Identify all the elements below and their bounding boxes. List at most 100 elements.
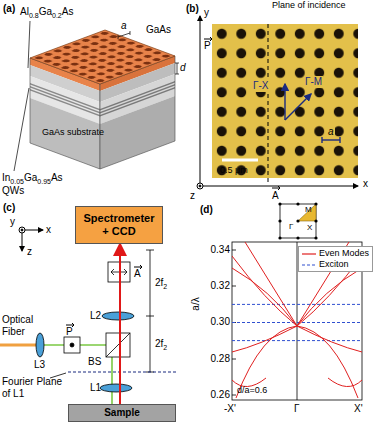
fiber-label: Optical Fiber	[2, 314, 33, 337]
layer-label: Ga	[39, 6, 52, 17]
analyzer-label: A	[272, 190, 279, 201]
inset-zone	[296, 219, 299, 222]
axis-label: x	[46, 224, 51, 235]
axis-label: y	[204, 7, 209, 19]
tick-label: 0.34	[208, 244, 230, 256]
band-curve	[232, 326, 362, 352]
scale-label: 0.5 μm	[220, 165, 248, 175]
exciton-line	[232, 304, 362, 305]
axis-label: y	[10, 216, 15, 228]
legend-text: Even Modes	[319, 248, 369, 258]
legend-box: Even ModesExciton	[298, 246, 373, 272]
tick-label: X'	[354, 403, 363, 414]
inset-zone	[278, 236, 281, 239]
optical-element	[64, 337, 80, 353]
axis-label: y	[10, 216, 15, 227]
tick-label: X'	[354, 403, 363, 415]
direction-label: Γ-M	[305, 76, 322, 87]
tick-label: 0.34	[211, 244, 230, 255]
layer-label: As	[51, 172, 63, 183]
layer-label: In	[2, 172, 10, 183]
plane-of-incidence	[268, 24, 269, 184]
inset-zone	[280, 204, 316, 238]
zone-label: X	[307, 223, 312, 232]
leader-line	[175, 74, 179, 75]
scale-label: 0.5 μm	[220, 164, 248, 176]
inset-zone	[314, 202, 317, 205]
inset-zone	[296, 202, 299, 205]
bracket	[146, 250, 154, 251]
analyzer-label: A	[134, 268, 141, 280]
legend-sample	[302, 262, 316, 268]
optical-element	[106, 333, 130, 357]
analyzer-label: A	[134, 268, 141, 279]
legend-sample	[302, 264, 316, 265]
tick-label: 0.32	[211, 280, 230, 291]
layer-label: GaAs substrate	[42, 126, 104, 138]
zone-label: Γ	[289, 222, 293, 231]
plane-label: Plane of incidence	[272, 0, 346, 10]
axis	[66, 325, 74, 326]
layer-label: QWs	[2, 185, 24, 196]
tick-label: Γ	[294, 403, 300, 415]
optical-element	[70, 343, 74, 347]
legend-sample	[302, 253, 316, 254]
tick-label: 0.28	[211, 353, 230, 364]
zone-label: M	[305, 205, 312, 214]
bracket	[146, 316, 154, 317]
direction-arrow	[321, 137, 322, 143]
analyzer-label: A	[272, 190, 279, 202]
leader-line	[177, 63, 178, 74]
sample-stage-text: Sample	[71, 407, 173, 419]
layer-label: In0.05Ga0.95As	[2, 172, 63, 185]
direction-arrow	[339, 137, 340, 143]
lattice-label: a	[327, 126, 335, 138]
optical-element	[102, 312, 134, 320]
splitter-label: BS	[88, 356, 101, 367]
inset-zone	[314, 236, 317, 239]
band-curve	[232, 268, 362, 326]
plane-label: Fourier Plane of L1	[2, 376, 62, 399]
zone-label: X	[307, 223, 312, 232]
optical-beam	[0, 344, 36, 347]
band-curve	[232, 256, 362, 326]
legend-text: Exciton	[319, 259, 349, 269]
dimension-label: d	[180, 62, 186, 74]
panel-letter: (d)	[200, 204, 213, 216]
bracket	[50, 250, 154, 378]
sem-image	[222, 159, 258, 162]
leader-line	[130, 31, 131, 35]
optical-beam	[0, 345, 112, 404]
layer-label: 0.2	[52, 12, 62, 19]
legend-row: Exciton	[302, 259, 369, 270]
plot-frame	[232, 359, 236, 360]
axis-label: x	[363, 178, 368, 189]
axis-label: z	[190, 190, 195, 201]
distance-label: 2f2	[155, 277, 167, 290]
tick-label: 0.26	[208, 389, 230, 401]
plane-label: Fourier Plane of L1	[2, 376, 64, 400]
inset-zone	[296, 236, 299, 239]
tick-label: 0.30	[208, 316, 230, 328]
axis-label: z	[190, 190, 195, 202]
dimension-label: a	[121, 20, 127, 31]
leader-line	[28, 21, 30, 68]
tick-label: Γ	[294, 403, 300, 414]
dimension-label: d	[180, 62, 186, 73]
axis-label: x	[46, 224, 51, 236]
lens-label: L3	[34, 359, 45, 370]
splitter-label: BS	[88, 356, 101, 368]
optical-element	[106, 333, 130, 357]
leader-line	[14, 88, 29, 171]
leader-line	[118, 35, 119, 39]
band-curve	[232, 242, 362, 398]
optical-element	[100, 384, 132, 392]
spectrometer-box: Spectrometer + CCD	[75, 206, 163, 244]
direction-label: Γ-X	[253, 80, 269, 91]
sem-image	[212, 24, 358, 178]
axis	[204, 39, 212, 40]
layer-label: 0.05	[10, 178, 24, 185]
sem-image	[212, 24, 358, 178]
